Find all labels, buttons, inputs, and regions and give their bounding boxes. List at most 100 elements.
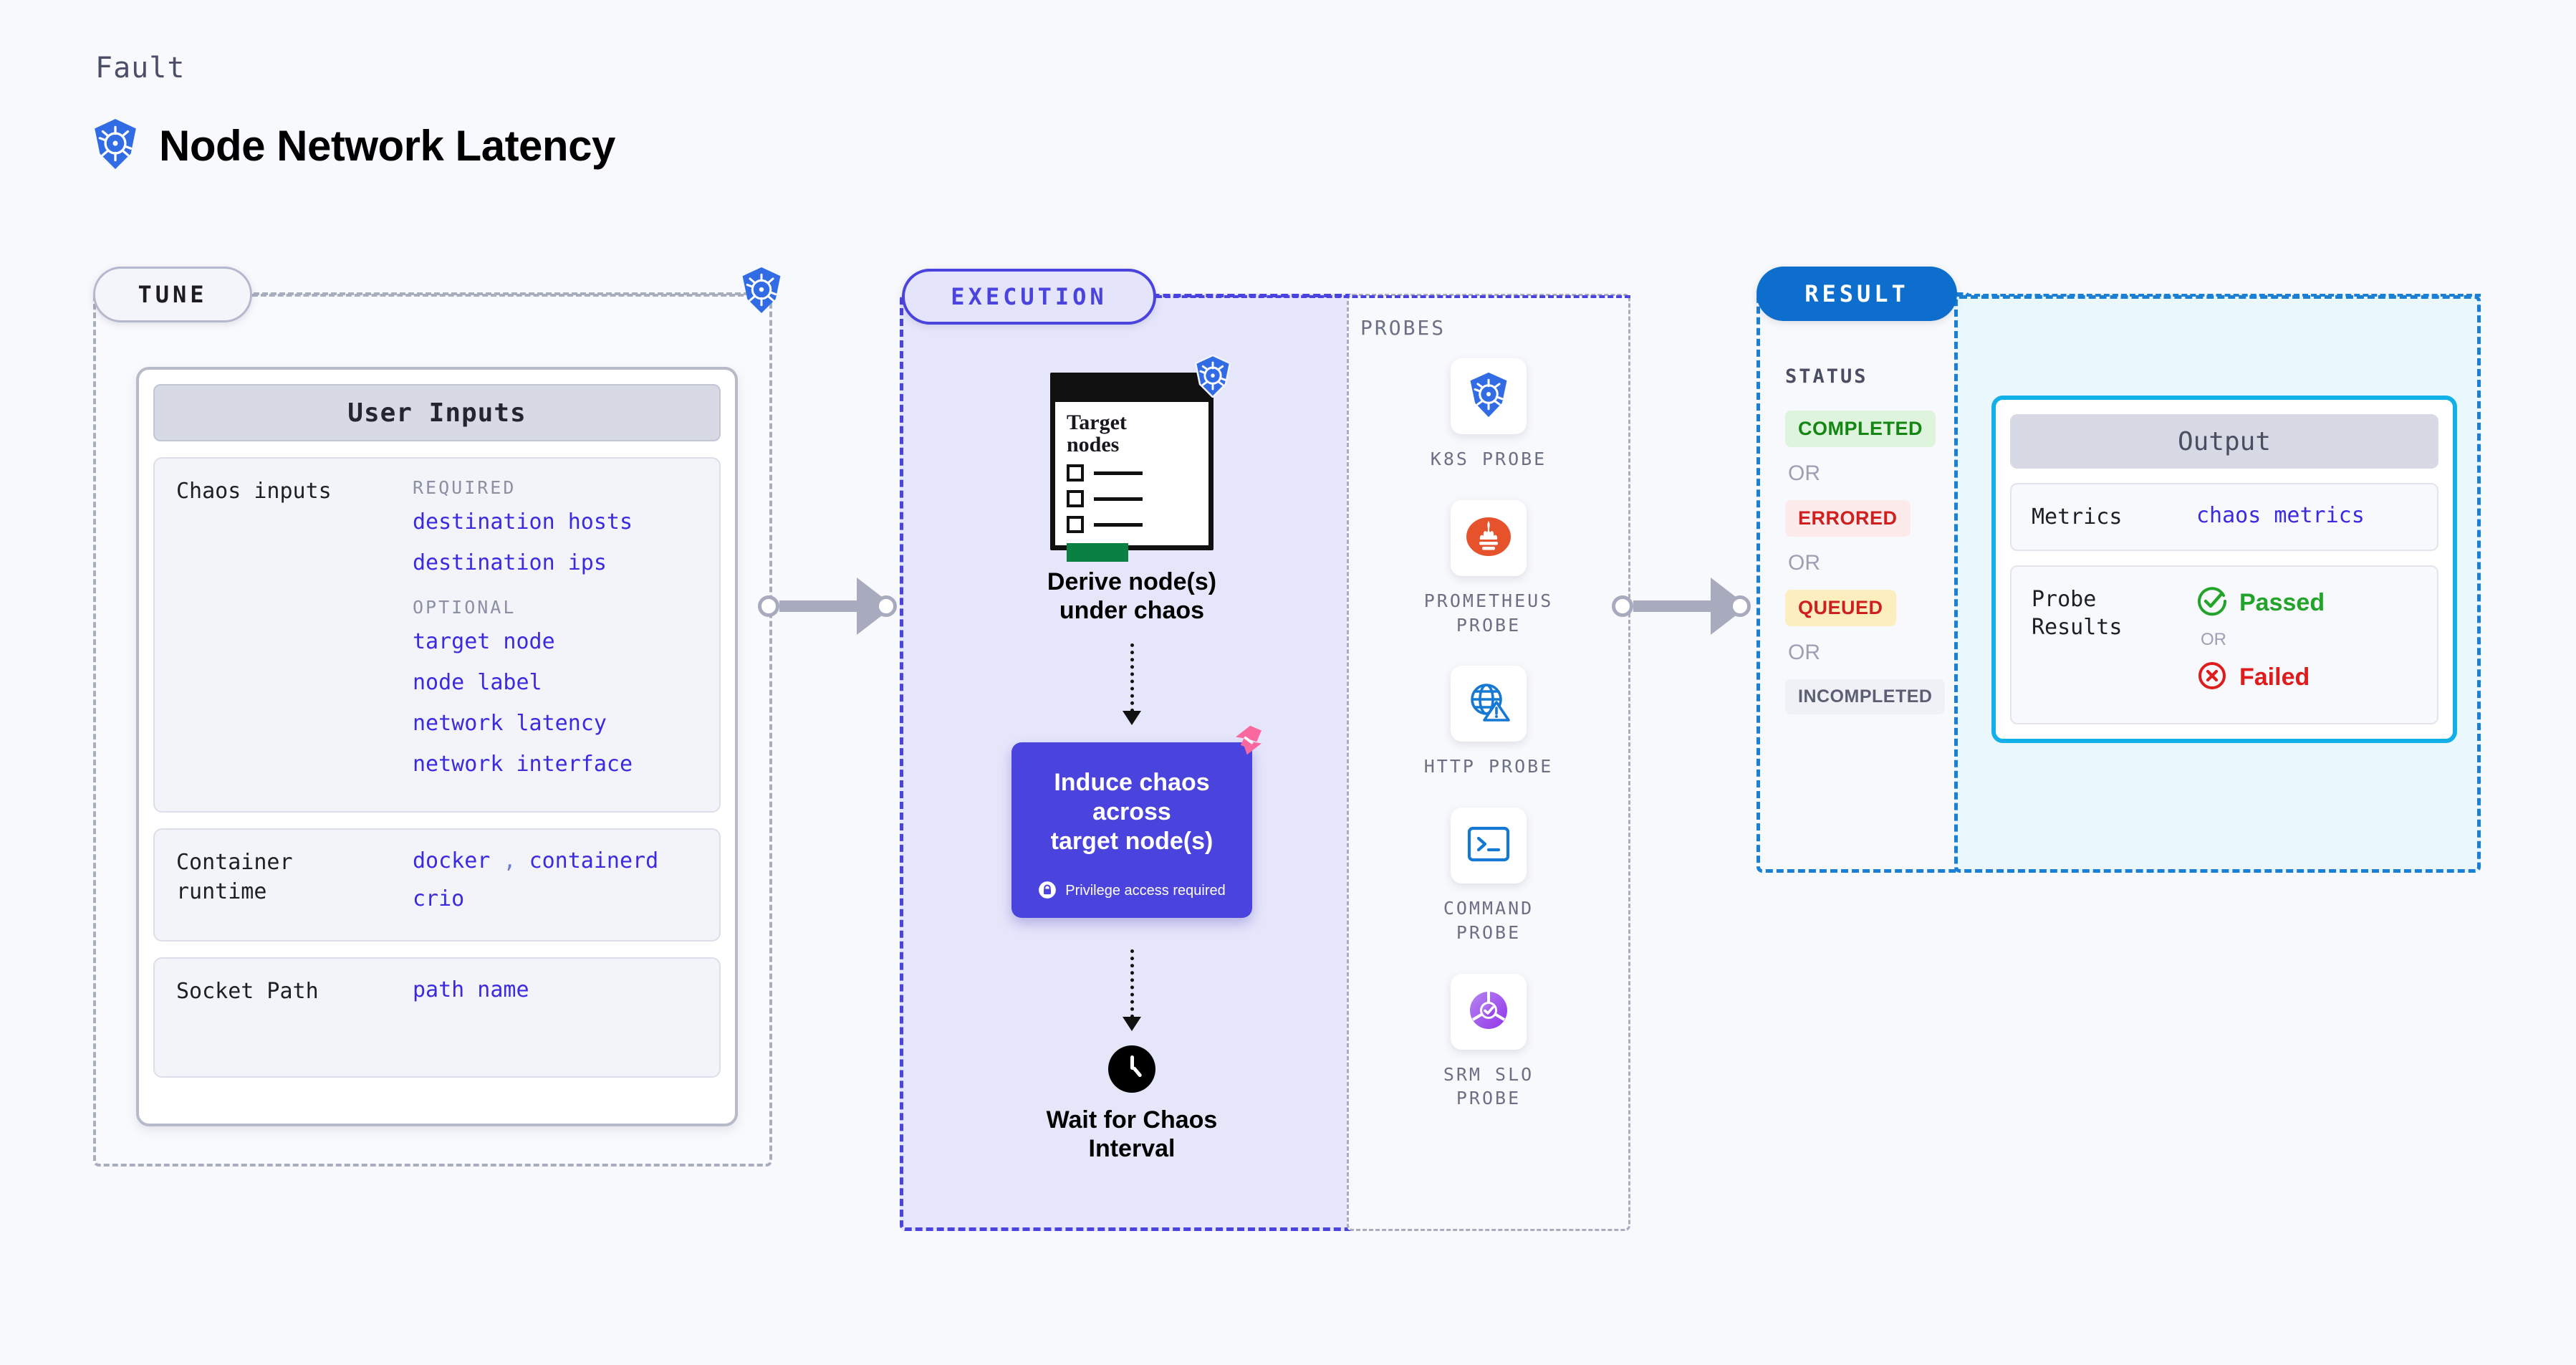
kubernetes-icon (1193, 354, 1233, 401)
probe-results-label-line2: Results (2032, 615, 2123, 640)
window-body: Target nodes (1055, 402, 1208, 569)
socket-path-row: Socket Path path name (153, 957, 721, 1078)
probe-label-line1: COMMAND (1443, 898, 1534, 919)
probe-result-passed: Passed (2196, 585, 2325, 620)
container-runtime-values: docker , containerd (413, 848, 698, 873)
socket-path-value[interactable]: path name (413, 977, 529, 1002)
probe-label-line1: PROMETHEUS (1423, 590, 1554, 611)
page-title-row: Node Network Latency (92, 118, 615, 173)
target-nodes-window: Target nodes (1050, 354, 1231, 562)
connector-arrow-execution-to-result (1612, 578, 1751, 635)
probe-tile (1451, 358, 1527, 434)
output-probe-results-row: Probe Results Passed OR (2010, 565, 2438, 724)
probe-label-line2: PROBE (1456, 1088, 1522, 1109)
connector-arrow-tune-to-execution (758, 578, 897, 635)
probe-label-line1: SRM SLO (1443, 1063, 1534, 1085)
status-badge-completed: COMPLETED (1785, 411, 1936, 447)
lock-icon (1038, 881, 1057, 902)
target-nodes-title-line2: nodes (1067, 432, 1120, 456)
probes-section-label: PROBES (1360, 316, 1446, 340)
tune-stage-pill[interactable]: TUNE (93, 267, 252, 322)
green-status-bar (1067, 543, 1128, 562)
fault-kicker: Fault (95, 52, 186, 85)
probe-tile (1450, 973, 1527, 1050)
input-target-node[interactable]: target node (413, 629, 555, 654)
probe-label-line1: K8S PROBE (1430, 449, 1547, 469)
status-section-label: STATUS (1785, 365, 1868, 388)
probe-results-label: Probe Results (2032, 585, 2196, 694)
probe-item-srm-slo[interactable]: SRM SLO PROBE (1443, 973, 1534, 1111)
x-circle-icon (2196, 660, 2228, 694)
induce-chaos-text: Induce chaos across target node(s) (1029, 768, 1235, 856)
input-destination-hosts[interactable]: destination hosts (413, 509, 633, 535)
privilege-note-row: Privilege access required (1038, 881, 1226, 902)
probe-item-http[interactable]: HTTP PROBE (1424, 666, 1554, 779)
probe-item-prometheus[interactable]: PROMETHEUS PROBE (1423, 499, 1554, 638)
arrow-stem (1130, 949, 1134, 1018)
output-card-title: Output (2010, 414, 2438, 469)
probe-label-line2: PROBE (1456, 921, 1522, 943)
checkbox-icon (1067, 490, 1084, 508)
probes-list: K8S PROBE PROMETHEUS PROBE (1374, 358, 1603, 1139)
input-network-interface[interactable]: network interface (413, 752, 633, 777)
output-card: Output Metrics chaos metrics Probe Resul… (1991, 396, 2457, 743)
probe-tile (1450, 666, 1527, 742)
status-or-2: OR (1788, 551, 1820, 575)
input-destination-ips[interactable]: destination ips (413, 550, 607, 575)
status-badge-incompleted: INCOMPLETED (1785, 679, 1946, 714)
wait-interval-caption: Wait for Chaos Interval (1047, 1106, 1218, 1163)
check-circle-icon (2196, 585, 2228, 620)
connector-dot-left (758, 595, 779, 617)
arrow-head (1123, 1016, 1141, 1031)
status-or-3: OR (1788, 641, 1820, 664)
probe-label: COMMAND PROBE (1443, 896, 1534, 945)
kubernetes-icon (739, 267, 784, 317)
probe-result-or: OR (2201, 630, 2226, 649)
checkbox-icon (1067, 516, 1084, 534)
induce-chaos-line2: target node(s) (1050, 827, 1213, 855)
input-node-label[interactable]: node label (413, 670, 542, 695)
execution-stage-pill[interactable]: EXECUTION (902, 269, 1156, 325)
connector-dot-right (1729, 595, 1751, 617)
list-line (1094, 471, 1143, 475)
probe-results-values: Passed OR Failed (2196, 585, 2325, 694)
derive-nodes-caption-line1: Derive node(s) (1047, 568, 1217, 595)
output-metrics-row: Metrics chaos metrics (2010, 483, 2438, 551)
user-inputs-card: User Inputs Chaos inputs REQUIRED destin… (136, 367, 738, 1126)
arrow-stem (1130, 643, 1134, 713)
induce-chaos-line1: Induce chaos across (1054, 769, 1210, 826)
execution-pill-dash-line (1156, 295, 1630, 298)
page-title: Node Network Latency (159, 121, 615, 170)
required-group-label: REQUIRED (413, 477, 516, 498)
runtime-separator: , (503, 848, 516, 873)
probes-subframe (1347, 294, 1630, 1231)
derive-nodes-caption-line2: under chaos (1059, 597, 1205, 625)
runtime-containerd[interactable]: containerd (529, 848, 659, 873)
probe-label-line1: HTTP PROBE (1423, 756, 1554, 777)
input-network-latency[interactable]: network latency (413, 711, 607, 736)
runtime-crio[interactable]: crio (413, 886, 465, 911)
target-nodes-title: Target nodes (1067, 411, 1197, 456)
list-line (1094, 497, 1143, 501)
execution-flow-column: Target nodes (938, 354, 1325, 1163)
connector-shaft (779, 600, 860, 612)
socket-path-label: Socket Path (176, 979, 319, 1004)
result-status-column: STATUS COMPLETED OR ERRORED OR QUEUED OR… (1785, 365, 1957, 714)
optional-group-label: OPTIONAL (413, 597, 516, 618)
probe-label: SRM SLO PROBE (1443, 1063, 1534, 1111)
probe-item-command[interactable]: COMMAND PROBE (1443, 808, 1534, 945)
prometheus-icon (1465, 514, 1512, 562)
chaos-inputs-row: Chaos inputs REQUIRED destination hosts … (153, 457, 721, 813)
list-line (1094, 522, 1143, 527)
status-or-1: OR (1788, 461, 1820, 485)
kubernetes-icon (1466, 371, 1511, 421)
result-stage-pill[interactable]: RESULT (1756, 267, 1957, 321)
metrics-value-link[interactable]: chaos metrics (2196, 503, 2365, 528)
connector-dot-right (875, 595, 897, 617)
induce-chaos-box[interactable]: Induce chaos across target node(s) Privi… (1011, 725, 1261, 918)
probe-item-k8s[interactable]: K8S PROBE (1431, 358, 1547, 471)
connector-shaft (1633, 600, 1714, 612)
arrow-head (1123, 711, 1141, 726)
runtime-docker[interactable]: docker (413, 848, 491, 873)
